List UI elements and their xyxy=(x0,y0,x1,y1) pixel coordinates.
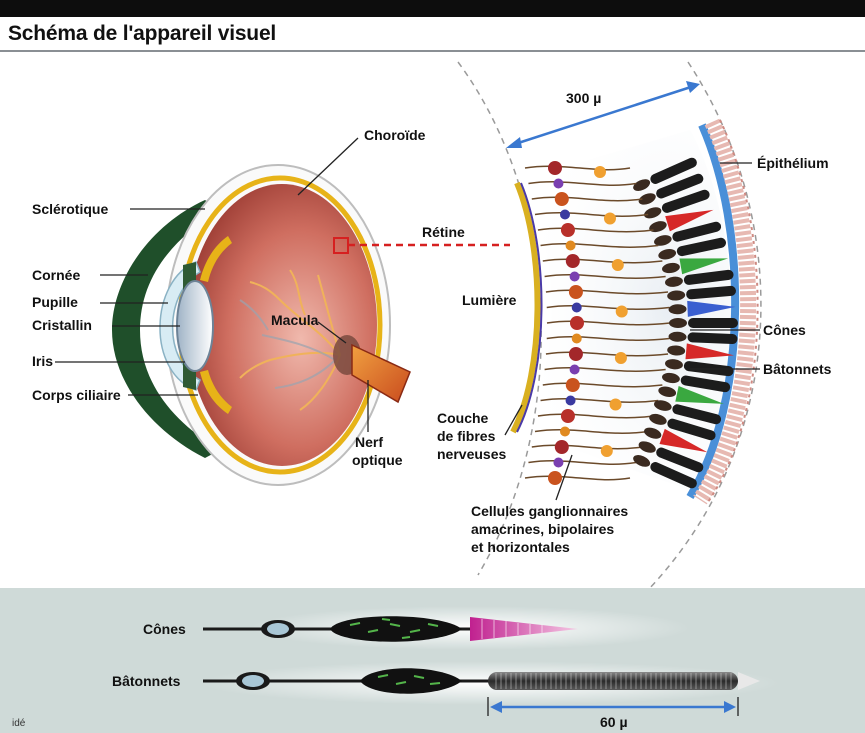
neuron-body xyxy=(561,409,575,423)
label-sclerotique: Sclérotique xyxy=(32,201,108,217)
neuron-body xyxy=(566,378,580,392)
neuron-body xyxy=(570,316,584,330)
label-cornee: Cornée xyxy=(32,267,80,283)
label-cellules-line2: amacrines, bipolaires xyxy=(471,521,614,537)
bipolar-cell xyxy=(601,445,613,457)
label-cellules-line3: et horizontales xyxy=(471,539,570,555)
bipolar-cell xyxy=(612,259,624,271)
neuron-body xyxy=(572,334,582,344)
neuron-body xyxy=(566,241,576,251)
bipolar-cell xyxy=(594,166,606,178)
bipolar-cell xyxy=(616,306,628,318)
label-300-microns: 300 µ xyxy=(566,90,601,106)
neuron-body xyxy=(561,223,575,237)
bipolar-cell xyxy=(610,399,622,411)
neuron-body xyxy=(555,192,569,206)
bottom-label-cones: Cônes xyxy=(143,621,186,637)
credit-text: idé xyxy=(12,718,26,729)
label-choroide: Choroïde xyxy=(364,127,426,143)
label-batonnets: Bâtonnets xyxy=(763,361,832,377)
label-corps-ciliaire: Corps ciliaire xyxy=(32,387,121,403)
neuron-body xyxy=(566,396,576,406)
label-cellules-line1: Cellules ganglionnaires xyxy=(471,503,628,519)
label-epithelium: Épithélium xyxy=(757,155,829,171)
bipolar-cell xyxy=(604,213,616,225)
label-cristallin: Cristallin xyxy=(32,317,92,333)
top-bar xyxy=(0,0,865,17)
neuron-body xyxy=(548,161,562,175)
label-iris: Iris xyxy=(32,353,53,369)
label-macula: Macula xyxy=(271,312,319,328)
label-60-microns: 60 µ xyxy=(600,714,628,730)
neural-fiber xyxy=(525,476,630,479)
neuron-body xyxy=(553,458,563,468)
lens xyxy=(177,281,213,371)
bottom-label-batonnets: Bâtonnets xyxy=(112,673,181,689)
label-retine: Rétine xyxy=(422,224,465,240)
diagram-title: Schéma de l'appareil visuel xyxy=(8,22,276,46)
bottom-panel: Cônes Bâtonnets 60 µ idé xyxy=(0,588,865,733)
eye-diagram: Sclérotique Choroïde Cornée Pupille Cris… xyxy=(0,52,865,733)
rod-photoreceptor xyxy=(669,318,738,328)
bipolar-cell xyxy=(615,352,627,364)
neuron-body xyxy=(566,254,580,268)
label-cones: Cônes xyxy=(763,322,806,338)
label-nerf-line1: Nerf xyxy=(355,434,383,450)
label-couche-line2: de fibres xyxy=(437,428,496,444)
neuron-body xyxy=(560,210,570,220)
neuron-body xyxy=(572,303,582,313)
neuron-body xyxy=(548,471,562,485)
label-lumiere: Lumière xyxy=(462,292,517,308)
neuron-body xyxy=(560,427,570,437)
neuron-body xyxy=(569,347,583,361)
neuron-body xyxy=(570,272,580,282)
neuron-body xyxy=(570,365,580,375)
neuron-body xyxy=(569,285,583,299)
label-couche-line1: Couche xyxy=(437,410,489,426)
neuron-body xyxy=(555,440,569,454)
label-pupille: Pupille xyxy=(32,294,78,310)
label-couche-line3: nerveuses xyxy=(437,446,506,462)
neuron-body xyxy=(553,179,563,189)
label-nerf-line2: optique xyxy=(352,452,403,468)
